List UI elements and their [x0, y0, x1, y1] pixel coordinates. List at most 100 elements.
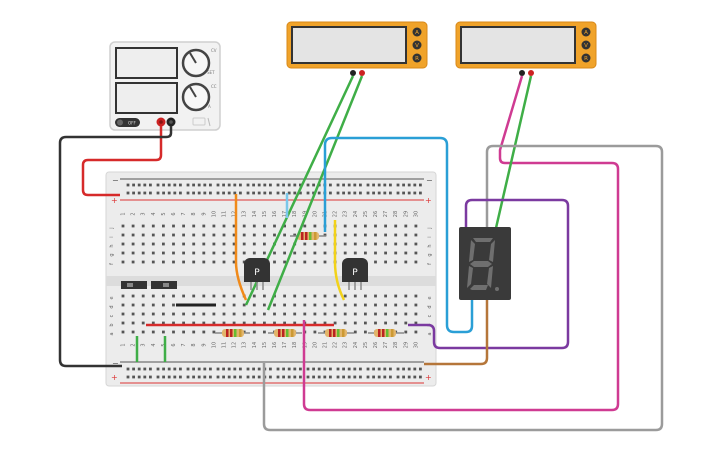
breadboard-hole[interactable]: [374, 260, 377, 264]
breadboard-hole[interactable]: [293, 367, 297, 371]
breadboard-hole[interactable]: [232, 294, 236, 298]
breadboard-hole[interactable]: [383, 375, 387, 379]
breadboard-hole[interactable]: [353, 191, 357, 195]
breadboard-hole[interactable]: [212, 321, 216, 325]
breadboard-hole[interactable]: [263, 303, 266, 307]
breadboard-hole[interactable]: [396, 375, 400, 379]
breadboard-hole[interactable]: [333, 321, 337, 325]
breadboard-hole[interactable]: [404, 233, 408, 237]
breadboard-hole[interactable]: [149, 183, 152, 187]
breadboard-hole[interactable]: [273, 321, 276, 325]
breadboard-hole[interactable]: [141, 251, 145, 255]
breadboard-hole[interactable]: [273, 303, 276, 307]
breadboard-hole[interactable]: [282, 191, 285, 195]
breadboard-hole[interactable]: [222, 183, 225, 187]
breadboard-hole[interactable]: [149, 367, 152, 371]
breadboard-hole[interactable]: [227, 375, 231, 379]
breadboard-hole[interactable]: [202, 224, 206, 228]
breadboard-hole[interactable]: [364, 303, 367, 307]
breadboard-hole[interactable]: [394, 233, 398, 237]
multimeter-1-probe-black[interactable]: [350, 70, 356, 76]
breadboard-hole[interactable]: [329, 367, 332, 371]
breadboard-hole[interactable]: [232, 233, 236, 237]
breadboard-hole[interactable]: [303, 260, 307, 264]
breadboard-hole[interactable]: [312, 191, 315, 195]
breadboard-hole[interactable]: [202, 260, 206, 264]
breadboard-hole[interactable]: [419, 367, 422, 371]
black-wire-ground[interactable]: [58, 126, 173, 368]
breadboard-hole[interactable]: [192, 367, 195, 371]
breadboard-hole[interactable]: [404, 251, 408, 255]
breadboard-hole[interactable]: [374, 224, 377, 228]
breadboard-hole[interactable]: [342, 375, 345, 379]
breadboard-hole[interactable]: [131, 303, 135, 307]
breadboard-hole[interactable]: [394, 242, 398, 246]
breadboard-hole[interactable]: [242, 260, 246, 264]
orange-wire[interactable]: [234, 194, 248, 301]
breadboard-hole[interactable]: [202, 330, 206, 334]
breadboard-hole[interactable]: [336, 191, 340, 195]
breadboard-hole[interactable]: [162, 375, 165, 379]
breadboard-hole[interactable]: [121, 330, 125, 334]
breadboard-hole[interactable]: [257, 375, 261, 379]
breadboard-hole[interactable]: [216, 183, 220, 187]
breadboard-hole[interactable]: [333, 294, 337, 298]
breadboard-hole[interactable]: [283, 321, 286, 325]
breadboard-hole[interactable]: [364, 242, 367, 246]
breadboard-hole[interactable]: [323, 294, 327, 298]
breadboard-hole[interactable]: [402, 183, 405, 187]
breadboard-hole[interactable]: [374, 242, 377, 246]
breadboard-hole[interactable]: [121, 233, 125, 237]
breadboard-hole[interactable]: [141, 330, 145, 334]
breadboard-hole[interactable]: [182, 242, 185, 246]
breadboard-hole[interactable]: [364, 233, 367, 237]
breadboard-hole[interactable]: [121, 242, 125, 246]
breadboard-hole[interactable]: [283, 312, 286, 316]
multimeter-2[interactable]: A V R: [455, 21, 597, 76]
breadboard-hole[interactable]: [377, 183, 381, 187]
breadboard-hole[interactable]: [173, 183, 177, 187]
breadboard-hole[interactable]: [192, 375, 195, 379]
breadboard-hole[interactable]: [162, 312, 165, 316]
breadboard-hole[interactable]: [246, 183, 250, 187]
breadboard-hole[interactable]: [384, 303, 387, 307]
breadboard-hole[interactable]: [293, 224, 297, 228]
multimeter-2-probe-black[interactable]: [519, 70, 525, 76]
breadboard-hole[interactable]: [257, 191, 261, 195]
breadboard-hole[interactable]: [347, 367, 351, 371]
breadboard-hole[interactable]: [404, 312, 408, 316]
breadboard-hole[interactable]: [273, 251, 276, 255]
breadboard-hole[interactable]: [389, 367, 392, 371]
breadboard-hole[interactable]: [306, 191, 310, 195]
breadboard-hole[interactable]: [232, 321, 236, 325]
breadboard-hole[interactable]: [384, 321, 387, 325]
breadboard-hole[interactable]: [252, 242, 256, 246]
breadboard-hole[interactable]: [242, 321, 246, 325]
breadboard-hole[interactable]: [282, 367, 285, 371]
breadboard-hole[interactable]: [353, 233, 357, 237]
breadboard-hole[interactable]: [313, 251, 317, 255]
breadboard-hole[interactable]: [312, 375, 315, 379]
multimeter-2-mode-r[interactable]: [581, 53, 591, 63]
breadboard-hole[interactable]: [182, 251, 185, 255]
breadboard-hole[interactable]: [182, 321, 185, 325]
breadboard-hole[interactable]: [372, 191, 375, 195]
breadboard-hole[interactable]: [336, 367, 340, 371]
breadboard-hole[interactable]: [203, 367, 207, 371]
breadboard-hole[interactable]: [121, 312, 125, 316]
breadboard-hole[interactable]: [306, 183, 310, 187]
breadboard-hole[interactable]: [394, 260, 398, 264]
breadboard-hole[interactable]: [263, 183, 267, 187]
breadboard-hole[interactable]: [246, 191, 250, 195]
breadboard-hole[interactable]: [343, 294, 347, 298]
breadboard-hole[interactable]: [283, 303, 286, 307]
breadboard-hole[interactable]: [402, 191, 405, 195]
breadboard-hole[interactable]: [131, 321, 135, 325]
breadboard-hole[interactable]: [162, 260, 165, 264]
breadboard-hole[interactable]: [299, 191, 302, 195]
breadboard-hole[interactable]: [283, 251, 286, 255]
breadboard-hole[interactable]: [172, 233, 175, 237]
breadboard-hole[interactable]: [143, 191, 147, 195]
breadboard-hole[interactable]: [299, 375, 302, 379]
